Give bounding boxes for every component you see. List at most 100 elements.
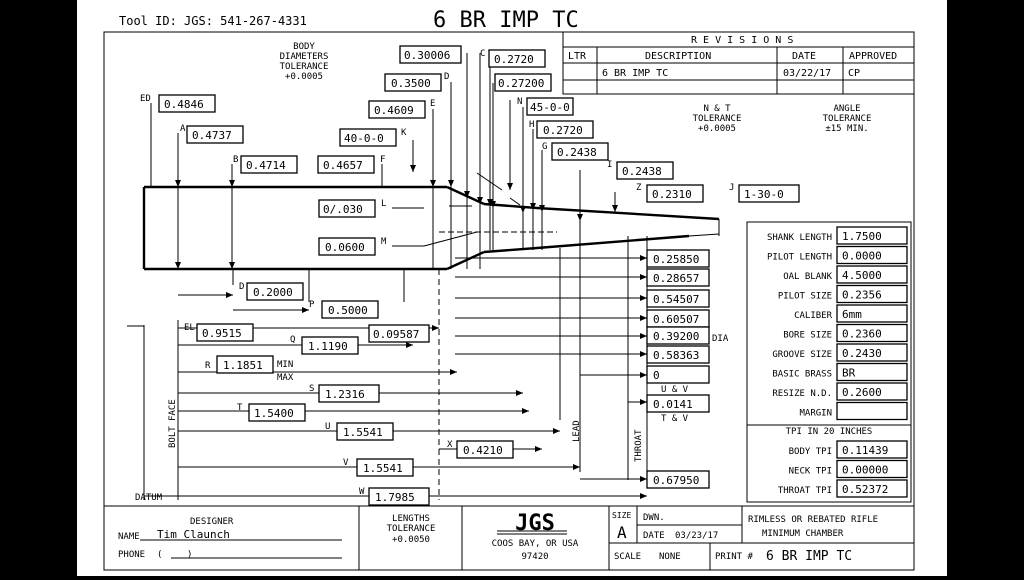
- dim-s: 1.2316: [325, 388, 365, 401]
- tpi-value: 0.11439: [842, 444, 888, 457]
- bolt-face-label: BOLT FACE: [168, 399, 178, 448]
- angle-tol-1: ANGLE: [833, 104, 860, 114]
- designer-heading: DESIGNER: [190, 517, 234, 527]
- dim-f: 0.4657: [323, 159, 363, 172]
- dim-r8: 0.0141: [653, 398, 693, 411]
- spec-value: 0.2430: [842, 347, 882, 360]
- tpi-value: 0.00000: [842, 464, 888, 477]
- spec-label: SHANK LENGTH: [767, 233, 832, 243]
- spec-label: PILOT SIZE: [778, 292, 832, 302]
- tag-n: N: [517, 97, 522, 107]
- rev-date: 03/22/17: [783, 68, 831, 79]
- lengths-tol-2: TOLERANCE: [387, 524, 436, 534]
- spec-value-box: [836, 343, 908, 362]
- spec-value-box: [836, 382, 908, 401]
- lengths-tol-3: +0.0050: [392, 535, 430, 545]
- lead-label: LEAD: [572, 420, 582, 442]
- tag-p: P: [309, 300, 315, 310]
- tool-id: Tool ID: JGS: 541-267-4331: [119, 14, 307, 28]
- tag-i: I: [607, 160, 612, 170]
- body-tol-1: BODY: [293, 42, 315, 52]
- title-block: [104, 505, 914, 570]
- body-tol-2: DIAMETERS: [280, 52, 329, 62]
- angle-tol-3: ±15 MIN.: [825, 124, 868, 134]
- tpi-title: TPI IN 20 INCHES: [786, 427, 873, 437]
- dim-q: 1.1190: [308, 340, 348, 353]
- phone-open: (: [157, 550, 162, 560]
- dim-g: 0.2438: [557, 146, 597, 159]
- spec-value: 0.0000: [842, 250, 882, 263]
- dim-d: 0.2000: [253, 286, 293, 299]
- page-title: 6 BR IMP TC: [433, 8, 579, 33]
- dim-b: 0.4714: [246, 159, 286, 172]
- size-value: A: [617, 523, 627, 542]
- spec-value-box: [836, 284, 908, 304]
- tag-u: U: [325, 422, 330, 432]
- drawing-border: [103, 31, 915, 571]
- drawing-sheet: Tool ID: JGS: 541-267-4331 6 BR IMP TC R…: [77, 0, 947, 576]
- dim-d1: 0.3500: [391, 77, 431, 90]
- revisions-title: R E V I S I O N S: [691, 35, 793, 46]
- spec-value-box: [836, 304, 908, 323]
- spec-label: OAL BLANK: [783, 272, 832, 282]
- tpi-label: BODY TPI: [789, 447, 832, 457]
- dim-e: 0.4609: [374, 104, 414, 117]
- dim-p: 0.5000: [328, 304, 368, 317]
- dim-z: 0.2310: [652, 188, 692, 201]
- angle-tol-2: TOLERANCE: [823, 114, 872, 124]
- dim-a: 0.4737: [192, 129, 232, 142]
- col-description: DESCRIPTION: [645, 51, 711, 62]
- scale-value: NONE: [659, 552, 681, 562]
- dia-label: DIA: [712, 334, 729, 344]
- dim-m: 0.0600: [325, 241, 365, 254]
- dim-d2: 0.27200: [498, 77, 544, 90]
- tag-r: R: [205, 361, 211, 371]
- dim-k: 40-0-0: [344, 132, 384, 145]
- scale-label: SCALE: [614, 552, 641, 562]
- size-label: SIZE: [612, 511, 631, 520]
- desc-line-1: RIMLESS OR REBATED RIFLE: [748, 515, 878, 525]
- spec-value: 1.7500: [842, 230, 882, 243]
- dim-r6: 0.58363: [653, 349, 699, 362]
- tag-t: T: [237, 403, 243, 413]
- tpi-value-box: [836, 459, 908, 479]
- tpi-label: THROAT TPI: [778, 486, 832, 496]
- phone-label: PHONE: [118, 550, 145, 560]
- title-block-text: DESIGNER NAME Tim Claunch PHONE ( ) LENG…: [118, 511, 878, 564]
- max-label: MAX: [277, 373, 294, 383]
- dim-r5: 0.39200: [653, 330, 699, 343]
- tag-d-lower: D: [239, 282, 244, 292]
- dim-v: 1.5541: [363, 462, 403, 475]
- dim-w: 1.7985: [375, 491, 415, 504]
- dim-t: 1.5400: [254, 407, 294, 420]
- dim-h: 0.2720: [543, 124, 583, 137]
- spec-label: GROOVE SIZE: [772, 350, 832, 360]
- nt-tol-3: +0.0005: [698, 124, 736, 134]
- throat-label: THROAT: [634, 429, 644, 462]
- spec-label: BASIC BRASS: [772, 370, 832, 380]
- tag-l: L: [381, 199, 386, 209]
- tpi-label: NECK TPI: [789, 467, 832, 477]
- print-label: PRINT #: [715, 552, 754, 562]
- spec-value-box: [836, 323, 908, 343]
- dim-j: 1-30-0: [744, 188, 784, 201]
- dim-el: 0.9515: [202, 327, 242, 340]
- dim-q2: 0.09587: [373, 328, 419, 341]
- dim-n: 45-0-0: [530, 101, 570, 114]
- date-label: DATE: [643, 531, 665, 541]
- chamber-drawing: Tool ID: JGS: 541-267-4331 6 BR IMP TC R…: [103, 8, 915, 571]
- col-date: DATE: [792, 51, 816, 62]
- phone-close: ): [187, 550, 192, 560]
- nt-tol-1: N & T: [703, 104, 731, 114]
- nt-tol-2: TOLERANCE: [693, 114, 742, 124]
- tag-el: EL: [184, 323, 195, 333]
- rev-description: 6 BR IMP TC: [602, 68, 668, 79]
- dim-r7: 0: [653, 369, 660, 382]
- tag-w: W: [359, 487, 365, 497]
- tpi-value-box: [836, 479, 908, 498]
- desc-line-2: MINIMUM CHAMBER: [762, 529, 844, 539]
- tag-ed: ED: [140, 94, 151, 104]
- chamber-profile: [142, 185, 720, 271]
